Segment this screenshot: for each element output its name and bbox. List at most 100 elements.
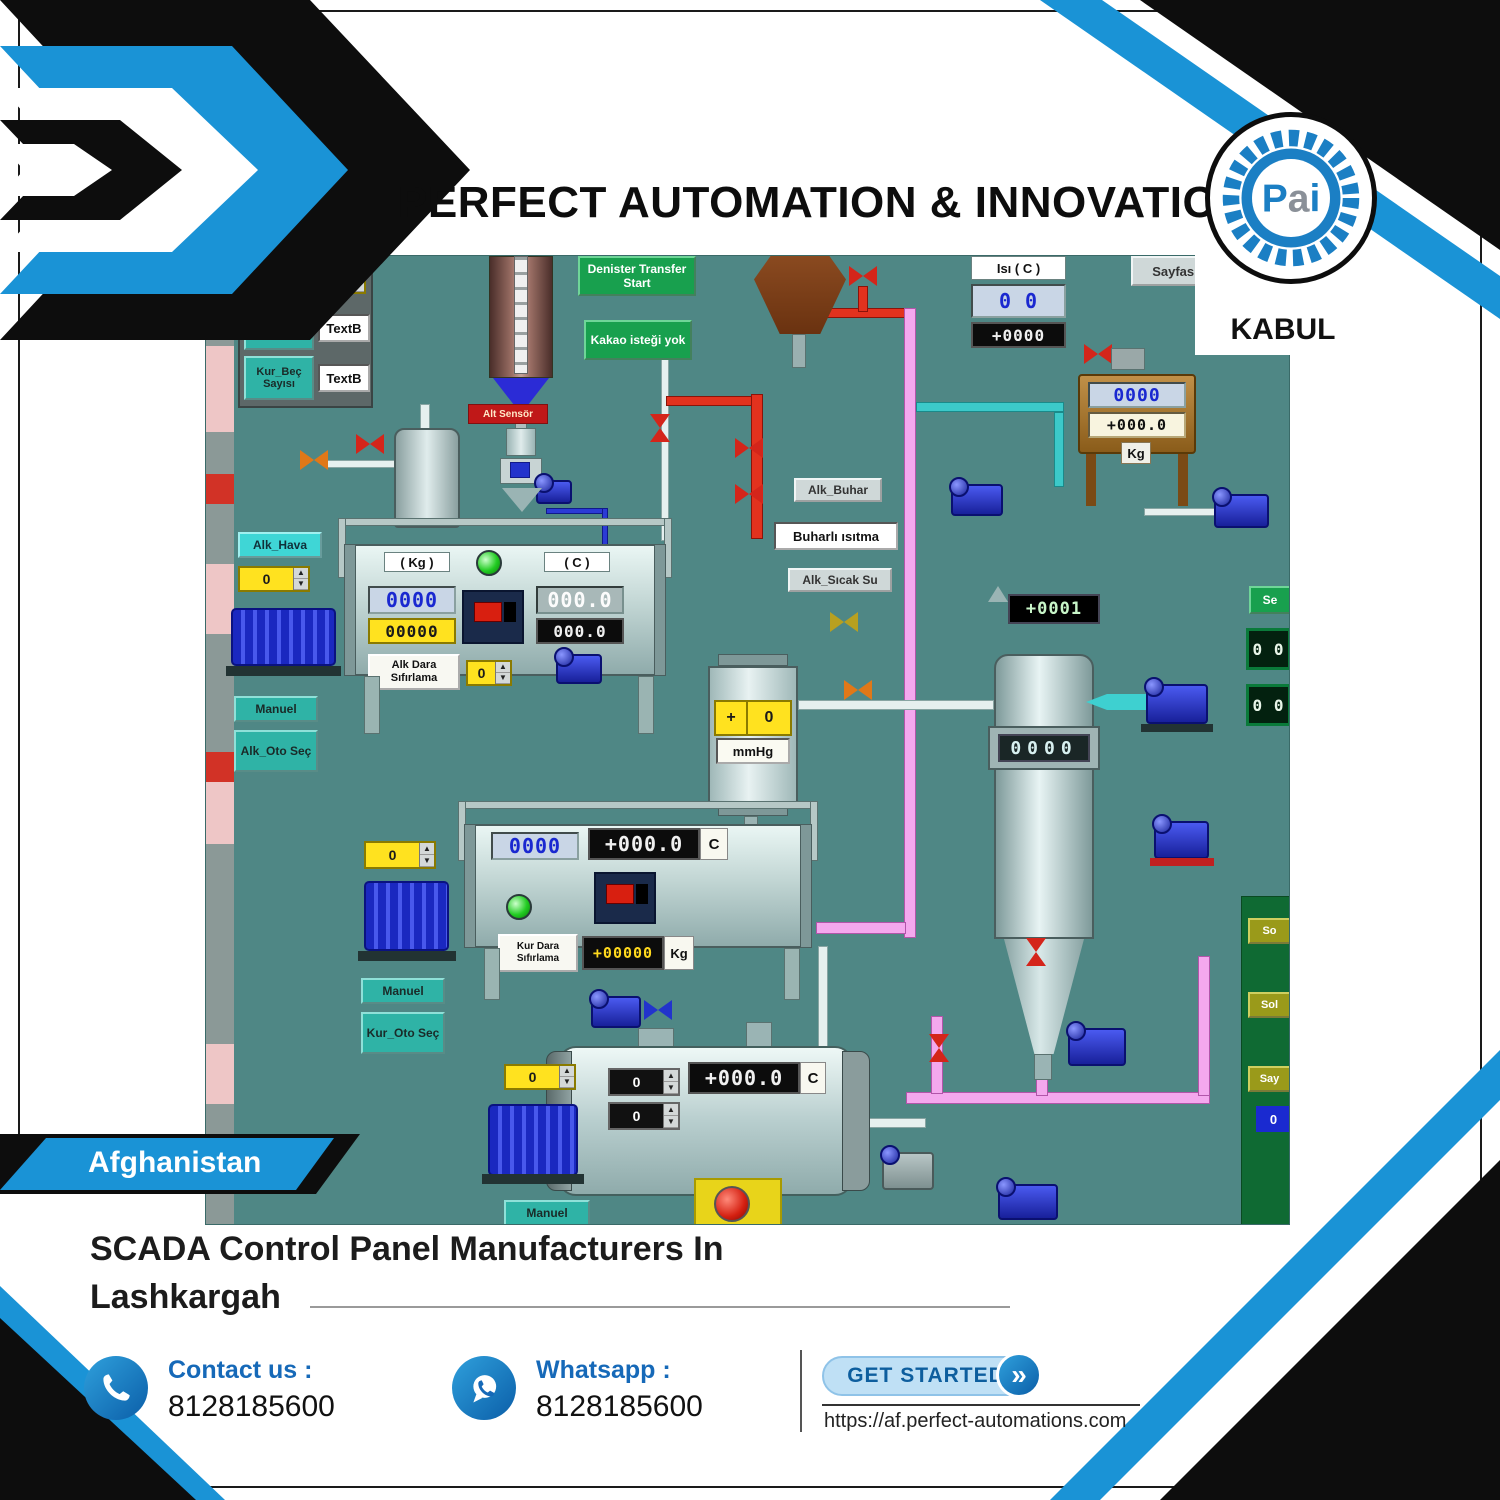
spinner-up-icon[interactable]: ▲	[560, 1066, 574, 1077]
tank3-temp-display: +000.0	[688, 1062, 800, 1094]
kur-oto-sec-button[interactable]: Kur_Oto Seç	[361, 1012, 445, 1054]
tank1-run-led	[476, 550, 502, 576]
pipe	[666, 396, 754, 406]
motor-base	[482, 1174, 584, 1184]
isi-panel-label: Isı ( C )	[971, 256, 1066, 280]
kur-dara-display: +00000	[582, 936, 664, 970]
tank1-c-label: ( C )	[544, 552, 610, 572]
frame-border-right	[1480, 10, 1482, 1488]
manuel-button[interactable]: Manuel	[361, 978, 445, 1004]
spinner-down-icon[interactable]: ▼	[496, 673, 510, 684]
alk-oto-sec-button[interactable]: Alk_Oto Seç	[234, 730, 318, 772]
pump	[996, 1177, 1058, 1220]
spinner-down-icon[interactable]: ▼	[560, 1077, 574, 1088]
spinner-up-icon[interactable]: ▲	[664, 1070, 678, 1082]
denister-transfer-button[interactable]: Denister Transfer Start	[578, 256, 696, 296]
tank3-left-spinner[interactable]: 0 ▲▼	[504, 1064, 576, 1090]
get-started-button[interactable]: GET STARTED	[822, 1356, 1030, 1396]
kur-bec-textbox[interactable]: TextB	[318, 364, 370, 392]
alk-dara-reset-button[interactable]: Alk Dara Sıfırlama	[368, 654, 460, 690]
double-chevron-icon: »	[1011, 1359, 1027, 1390]
valve-red-icon	[1026, 938, 1046, 966]
contact-label: Contact us :	[168, 1356, 313, 1384]
say-button[interactable]: Say	[1248, 1066, 1289, 1092]
city-label: KABUL	[1230, 313, 1336, 346]
black-switch[interactable]	[636, 884, 648, 904]
feeder-pump	[534, 473, 572, 504]
valve-orange-icon	[844, 680, 872, 700]
manuel-button[interactable]: Manuel	[234, 696, 318, 722]
pump-base	[1141, 724, 1213, 732]
condenser-body	[994, 654, 1094, 939]
tank3-nozzle	[638, 1028, 674, 1048]
spinner-down-icon[interactable]: ▼	[294, 579, 308, 590]
valve-red-icon	[1084, 344, 1112, 364]
motor-base	[358, 951, 456, 961]
tank1-flange	[654, 544, 666, 676]
pipe	[858, 286, 868, 312]
tank1-flange	[344, 544, 356, 676]
sol-button[interactable]: Sol	[1248, 992, 1289, 1018]
kur-dara-unit: Kg	[664, 936, 694, 970]
so-button[interactable]: So	[1248, 918, 1289, 944]
small-vessel	[394, 428, 460, 528]
tank1-gantry	[338, 518, 672, 526]
spinner-down-icon[interactable]: ▼	[420, 855, 434, 867]
motor	[488, 1104, 578, 1176]
pump	[880, 1145, 934, 1190]
pipe	[1144, 508, 1216, 516]
isi-value-display: 0 0	[971, 284, 1066, 318]
tank2-kg-display: 0000	[491, 832, 579, 860]
tank1-control-box	[462, 590, 524, 644]
valve-orange-icon	[300, 450, 328, 470]
se-button[interactable]: Se	[1249, 586, 1289, 614]
pipe	[906, 1092, 1210, 1104]
spinner-up-icon[interactable]: ▲	[496, 662, 510, 673]
tank3-cap-right	[842, 1051, 870, 1191]
tank2-temp-unit: C	[700, 828, 728, 860]
spinner-down-icon[interactable]: ▼	[664, 1116, 678, 1128]
alk-hava-button[interactable]: Alk_Hava	[238, 532, 322, 558]
kakao-status-button[interactable]: Kakao isteği yok	[584, 320, 692, 360]
red-button[interactable]	[474, 602, 502, 622]
spinner-down-icon[interactable]: ▼	[664, 1082, 678, 1094]
alk-hava-spinner[interactable]: 0 ▲▼	[238, 566, 310, 592]
footer-divider	[800, 1350, 802, 1432]
tank2-spinner[interactable]: 0 ▲▼	[364, 841, 436, 869]
spinner-up-icon[interactable]: ▲	[420, 843, 434, 855]
tank1-kg-label: ( Kg )	[384, 552, 450, 572]
pump-base	[1150, 858, 1214, 866]
spinner-up-icon[interactable]: ▲	[294, 568, 308, 579]
country-label: Afghanistan	[88, 1146, 262, 1179]
tank3-spinner-2[interactable]: 0 ▲▼	[608, 1102, 680, 1130]
headline-line2: Lashkargah	[90, 1278, 281, 1316]
kur-dara-reset-button[interactable]: Kur Dara Sıfırlama	[498, 934, 578, 972]
tank2-temp-display: +000.0	[588, 828, 700, 860]
tank2-control-box	[594, 872, 656, 924]
right-blue-display: 0	[1256, 1106, 1289, 1132]
pump	[1212, 487, 1269, 528]
spinner-up-icon[interactable]: ▲	[664, 1104, 678, 1116]
red-button[interactable]	[606, 884, 634, 904]
website-link[interactable]: https://af.perfect-automations.com	[824, 1410, 1127, 1432]
tank3-spinner-1[interactable]: 0 ▲▼	[608, 1068, 680, 1096]
tank2-leg	[484, 948, 500, 1000]
tank2-leg	[784, 948, 800, 1000]
scale-leg	[1178, 454, 1188, 506]
valve-red-icon	[735, 484, 763, 504]
whatsapp-number: 8128185600	[536, 1390, 703, 1423]
scale-net-display: +000.0	[1088, 412, 1186, 438]
pressure-value: 0	[748, 700, 792, 736]
feeder-cone	[502, 488, 542, 512]
black-switch[interactable]	[504, 602, 516, 622]
manuel-button[interactable]: Manuel	[504, 1200, 590, 1224]
alk-bec-textbox[interactable]: TextB	[318, 314, 370, 342]
alk-dara-spinner[interactable]: 0 ▲▼	[466, 660, 512, 686]
motor-base	[226, 666, 341, 676]
pipe	[816, 922, 906, 934]
right-strip	[1241, 896, 1289, 1224]
get-started-arrow-icon[interactable]: »	[996, 1352, 1042, 1398]
tank2-flange	[800, 824, 812, 948]
motor	[231, 608, 336, 666]
right-display-2: 0 0	[1246, 684, 1289, 726]
